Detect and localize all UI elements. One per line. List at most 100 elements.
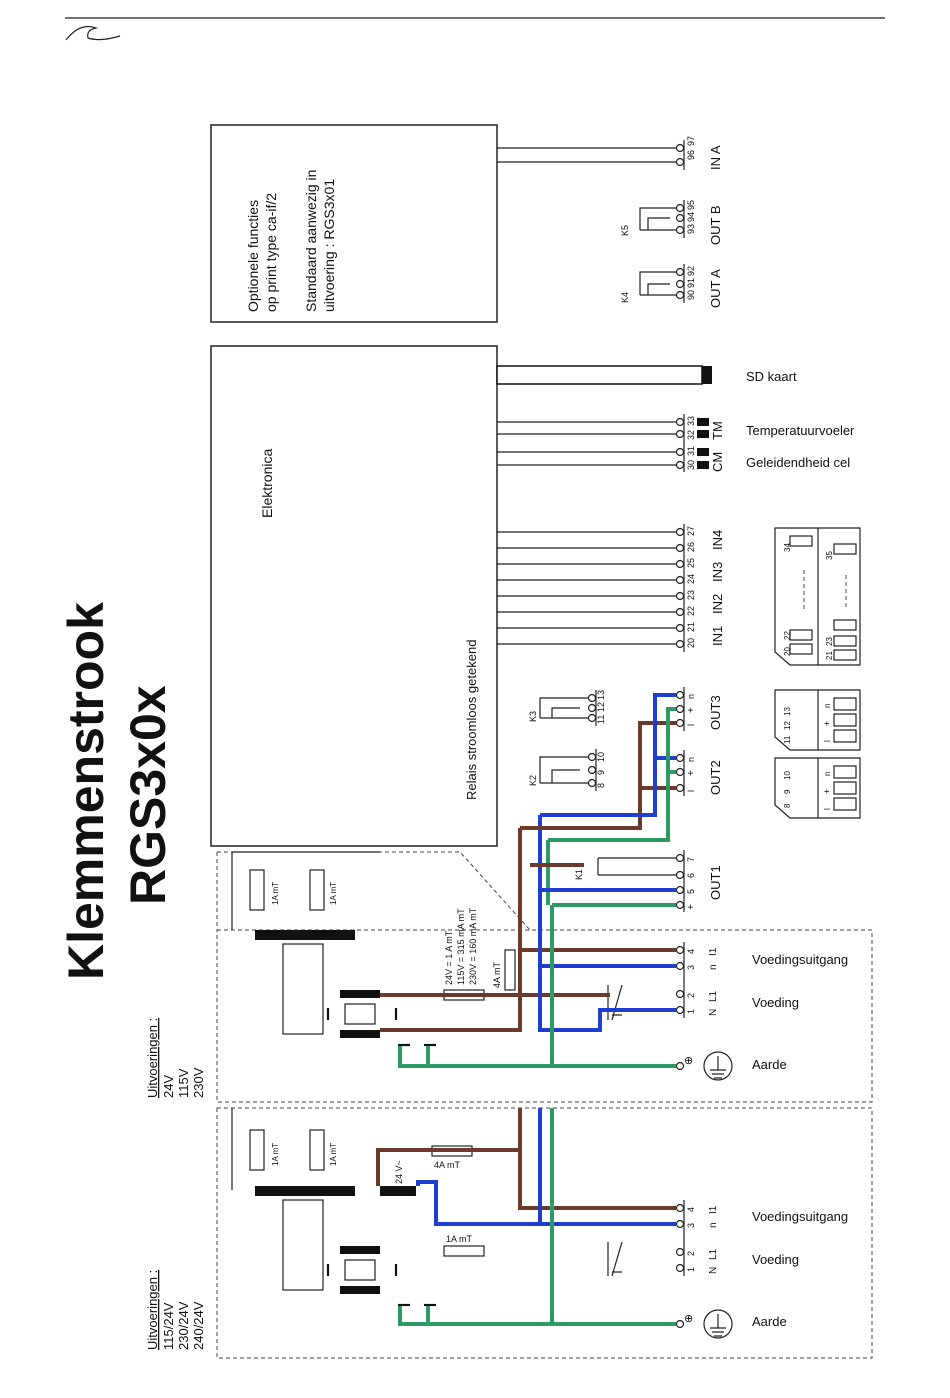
upper-fuse-a: 1A mT	[271, 882, 280, 905]
relay-k5: 93 94 95 K5	[620, 200, 696, 238]
out1-terminals: 7 6 5 + K1	[574, 850, 697, 912]
svg-text:4: 4	[686, 949, 696, 954]
lower-section-border	[216, 1107, 873, 1359]
svg-text:2: 2	[686, 993, 696, 998]
lower-fuse-main: 4A mT	[434, 1160, 461, 1170]
svg-text:3: 3	[686, 1223, 696, 1228]
svg-text:92: 92	[686, 266, 696, 276]
svg-text:35: 35	[825, 551, 834, 560]
sd-card-label: SD kaart	[746, 369, 797, 384]
svg-text:10: 10	[596, 752, 606, 762]
svg-text:n: n	[708, 964, 719, 970]
output-wiring	[520, 693, 676, 907]
upper-supply-out-label: Voedingsuitgang	[752, 952, 848, 967]
relay-k2: 8 9 10 K2	[528, 749, 606, 791]
svg-text:20: 20	[686, 638, 696, 648]
svg-text:+: +	[822, 789, 832, 794]
svg-text:93: 93	[686, 224, 696, 234]
lower-transformer	[231, 1108, 485, 1307]
upper-variant-3: 230V	[191, 1067, 206, 1098]
tm-label: TM	[710, 421, 725, 440]
lower-supply-out-label: Voedingsuitgang	[752, 1209, 848, 1224]
svg-text:+: +	[686, 770, 697, 776]
in2-label: IN2	[710, 594, 725, 614]
sd-card-slot	[496, 365, 712, 385]
svg-text:21: 21	[825, 651, 834, 660]
lower-supply-label: Voeding	[752, 1252, 799, 1267]
upper-earth-label: Aarde	[752, 1057, 787, 1072]
lower-supply-terminals: 4 3 I1 n 2 1 L1 N ⊕	[607, 1200, 733, 1339]
svg-text:l: l	[823, 808, 832, 810]
lower-wiring	[376, 1108, 676, 1326]
upper-variant-2: 115V	[176, 1068, 191, 1098]
svg-text:L1: L1	[708, 990, 719, 1002]
svg-text:8: 8	[596, 783, 606, 788]
svg-text:23: 23	[686, 590, 696, 600]
input-connector-blocks: 34 20 22 35 21 23	[774, 527, 861, 666]
in3-label: IN3	[710, 562, 725, 582]
svg-text:25: 25	[686, 558, 696, 568]
svg-text:13: 13	[783, 707, 792, 716]
svg-text:5: 5	[686, 889, 696, 894]
relay-k4: 90 91 92 K4	[620, 264, 696, 303]
svg-text:N: N	[708, 1009, 719, 1016]
svg-text:6: 6	[686, 873, 696, 878]
digital-inputs: 20 21 22 23 24 25 26 27	[497, 524, 696, 652]
brand-logo	[65, 25, 121, 41]
svg-text:1: 1	[686, 1267, 696, 1272]
upper-fuse-table-1: 24V = 1 A mT	[444, 930, 454, 985]
out1-label: OUT1	[708, 865, 723, 900]
svg-text:+: +	[686, 904, 697, 910]
in-a-terminals: 96 97	[497, 136, 696, 170]
optional-line-3: Standaard aanwezig in	[303, 170, 319, 312]
lower-earth-label: Aarde	[752, 1314, 787, 1329]
upper-section-border	[216, 929, 873, 1103]
svg-text:I1: I1	[708, 1205, 719, 1214]
svg-text:91: 91	[686, 278, 696, 288]
temp-sensor-label: Temperatuurvoeler	[746, 423, 855, 438]
svg-text:22: 22	[783, 631, 792, 640]
svg-text:n: n	[686, 694, 696, 699]
electronics-label: Elektronica	[259, 449, 275, 518]
lower-voltage: 24 V~	[394, 1160, 404, 1184]
svg-text:30: 30	[686, 460, 696, 470]
svg-text:7: 7	[686, 857, 696, 862]
upper-transformer	[231, 851, 516, 1047]
lower-fuse-input: 1A mT	[446, 1234, 473, 1244]
page-title: Klemmenstrook	[58, 602, 114, 980]
svg-text:33: 33	[686, 416, 696, 426]
svg-text:96: 96	[686, 150, 696, 160]
svg-text:24: 24	[686, 574, 696, 584]
lower-variants-header: Uitvoeringen :	[145, 1270, 160, 1350]
svg-text:K1: K1	[574, 869, 584, 880]
svg-text:10: 10	[783, 771, 792, 780]
optional-functions-box	[210, 124, 498, 323]
upper-fuse-b: 1A mT	[329, 882, 338, 905]
relay-k3: 11 12 13 K3	[528, 690, 606, 726]
svg-text:13: 13	[596, 690, 606, 700]
svg-text:n: n	[686, 757, 696, 762]
svg-text:3: 3	[686, 965, 696, 970]
out-a-label: OUT A	[708, 269, 723, 308]
upper-supply-label: Voeding	[752, 995, 799, 1010]
svg-text:9: 9	[596, 770, 606, 775]
sensor-terminals: 33 32 31 30	[497, 414, 709, 472]
in1-label: IN1	[710, 626, 725, 646]
upper-variant-1: 24V	[161, 1075, 176, 1098]
svg-text:⊕: ⊕	[684, 1055, 693, 1067]
in-a-label: IN A	[708, 145, 723, 170]
out3-terminals: n + l	[675, 687, 697, 731]
cm-label: CM	[710, 452, 725, 472]
svg-text:K2: K2	[528, 775, 538, 786]
lower-fuse-b: 1A mT	[329, 1143, 338, 1166]
lower-variant-1: 115/24V	[161, 1302, 176, 1350]
upper-supply-terminals: 4 3 I1 n 2 1 L1 N ⊕	[607, 942, 733, 1081]
svg-text:32: 32	[686, 430, 696, 440]
svg-text:11: 11	[783, 735, 792, 744]
upper-variants-header: Uitvoeringen :	[145, 1018, 160, 1098]
svg-text:K3: K3	[528, 711, 538, 722]
svg-text:8: 8	[783, 803, 792, 808]
optional-line-1: Optionele functies	[245, 200, 261, 312]
upper-fuse-table-3: 230V = 160 mA mT	[468, 907, 478, 985]
svg-text:n: n	[823, 772, 832, 776]
